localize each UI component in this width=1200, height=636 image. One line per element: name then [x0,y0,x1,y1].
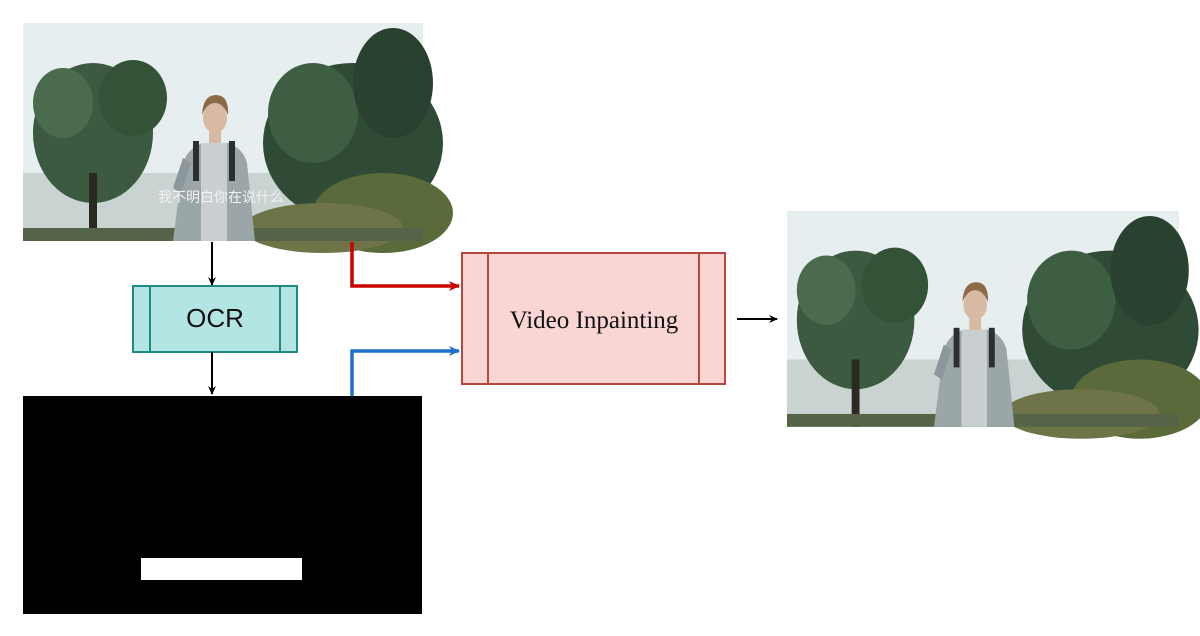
input-video-frame: 我不明白你在说什么 [23,23,453,253]
ocr-label: OCR [186,303,244,333]
text-mask-frame [23,396,422,614]
arrow-frame-to-inpainting [350,242,460,291]
video-inpainting-label: Video Inpainting [510,307,679,334]
output-video-frame [787,211,1200,439]
video-inpainting-box: Video Inpainting [461,252,726,385]
mask-text-region [141,558,302,580]
subtitle-text: 我不明白你在说什么 [158,190,284,206]
arrow-mask-to-inpainting [350,346,460,396]
ocr-box: OCR [132,285,298,353]
